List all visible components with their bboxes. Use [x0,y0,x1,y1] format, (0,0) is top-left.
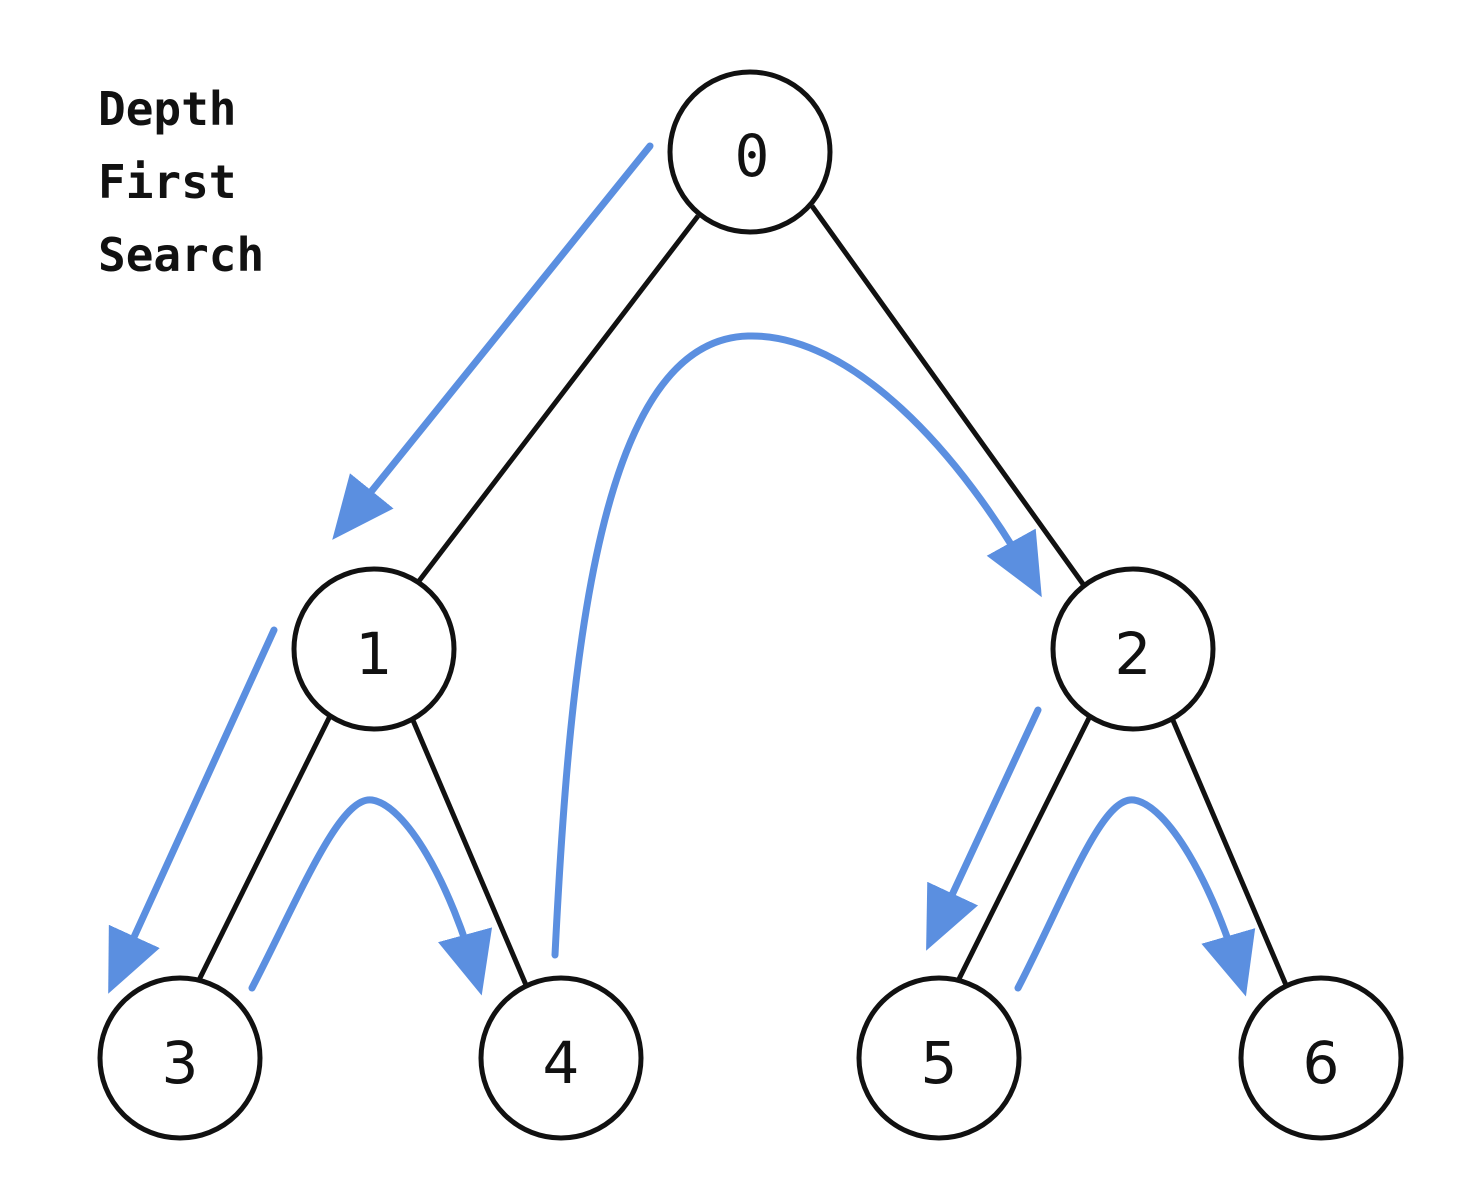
title-line-search: Search [98,228,264,282]
tree-node-5: 5 [856,975,1022,1141]
node-label-0: 0 [735,122,770,190]
traversal-arrow-0-to-1 [332,142,654,540]
edge-0-2 [809,204,1086,586]
tree-edges [195,204,1289,986]
tree-node-2: 2 [1050,566,1216,732]
edge-1-3 [195,714,333,984]
traversal-arrow-4-to-2 [551,332,1042,959]
node-label-4: 4 [543,1029,580,1097]
edge-2-6 [1169,717,1289,986]
tree-node-3: 3 [97,975,263,1141]
tree-node-6: 6 [1238,975,1404,1141]
edge-0-1 [417,214,700,583]
tree-nodes: 0 1 2 3 4 5 6 [97,69,1404,1141]
node-label-2: 2 [1115,620,1152,688]
tree-node-1: 1 [291,566,457,732]
node-label-6: 6 [1303,1029,1340,1097]
node-label-3: 3 [162,1029,199,1097]
title-line-first: First [98,155,236,209]
tree-node-0: 0 [667,69,833,235]
tree-node-4: 4 [478,975,644,1141]
node-label-5: 5 [921,1029,958,1097]
traversal-arrows [108,142,1256,997]
diagram-title: Depth First Search [98,82,264,282]
traversal-arrow-5-to-6 [1014,796,1256,997]
node-label-1: 1 [356,620,393,688]
edge-1-4 [409,717,529,986]
edge-2-5 [954,716,1092,985]
traversal-arrow-2-to-5 [926,706,1042,951]
traversal-arrow-3-to-4 [248,796,493,996]
traversal-arrow-1-to-3 [108,626,278,994]
title-line-depth: Depth [98,82,236,136]
